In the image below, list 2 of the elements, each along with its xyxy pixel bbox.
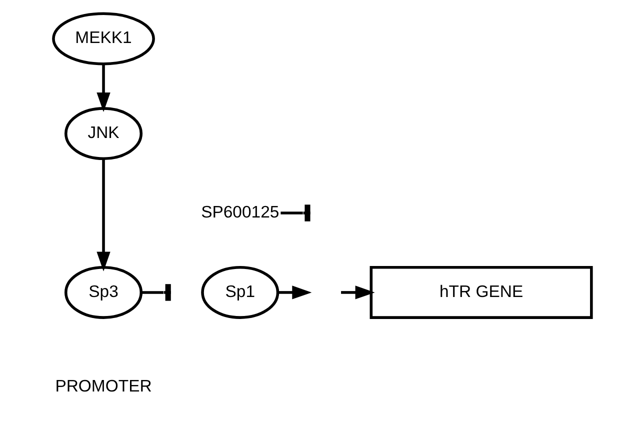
node-text: SP600125 [201, 202, 280, 222]
label: PROMOTER [55, 376, 152, 396]
